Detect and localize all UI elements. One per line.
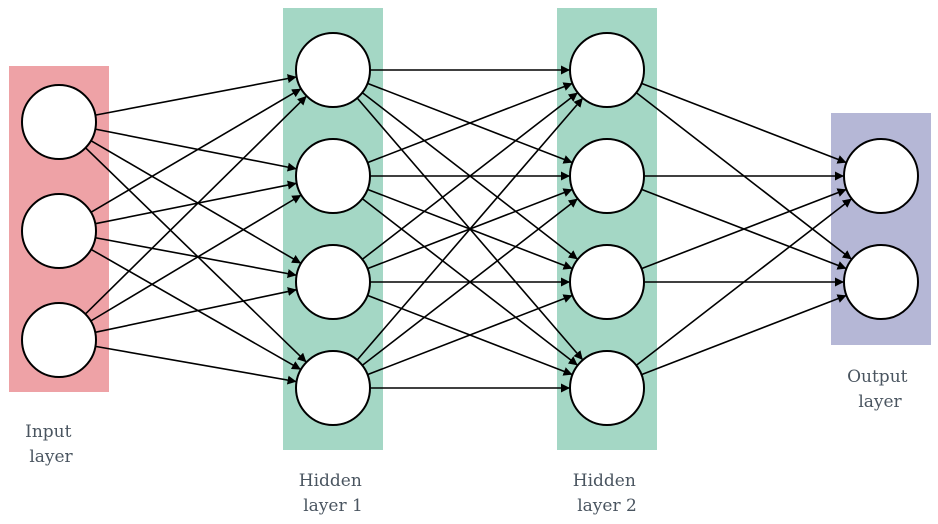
hidden-layer-2-label-line-1: Hidden	[573, 471, 636, 491]
hidden-layer-1-label-line-1: Hidden	[299, 471, 362, 491]
hidden2-neuron-2	[569, 138, 645, 214]
edge-l2-n3-to-l3-n1	[361, 92, 579, 260]
edge-l1-n3-to-l2-n1	[84, 95, 308, 315]
edge-l1-n1-to-l2-n2	[95, 128, 297, 172]
edge-l1-n2-to-l2-n4	[90, 248, 302, 371]
edge-l2-n4-to-l3-n1	[356, 97, 584, 361]
edge-l1-n2-to-l2-n2	[95, 180, 297, 225]
hidden-layer-1-label-line-2: layer 1	[303, 496, 363, 516]
edge-l1-n2-to-l2-n3	[95, 236, 297, 279]
hidden2-neuron-4	[569, 350, 645, 426]
hidden-layer-2-label-line-2: layer 2	[577, 496, 637, 516]
input-layer-label: Input layer	[25, 422, 77, 467]
edge-l2-n2-to-l3-n1	[367, 82, 573, 164]
edge-l1-n1-to-l2-n3	[90, 139, 302, 265]
output-layer-label: Output layer	[847, 367, 913, 412]
edge-l1-n3-to-l2-n3	[95, 287, 297, 334]
edge-l1-n1-to-l2-n4	[84, 147, 308, 363]
edge-l1-n1-to-l2-n1	[95, 74, 297, 116]
input-layer-label-line-2: layer	[29, 447, 73, 467]
output-layer-label-line-2: layer	[858, 392, 902, 412]
edge-l1-n3-to-l2-n4	[95, 345, 297, 385]
edge-l1-n3-to-l2-n2	[90, 194, 302, 322]
output-neuron-1	[843, 138, 919, 214]
edge-l2-n4-to-l3-n3	[367, 294, 573, 376]
edge-l3-n1-to-l4-n1	[641, 82, 847, 164]
output-layer-label-line-1: Output	[847, 367, 908, 387]
input-neuron-3	[21, 302, 97, 378]
hidden-layer-1-label: Hidden layer 1	[299, 471, 367, 516]
edge-l3-n4-to-l4-n1	[635, 198, 853, 366]
hidden1-neuron-3	[295, 244, 371, 320]
edge-l1-n2-to-l2-n1	[90, 88, 302, 213]
hidden1-neuron-1	[295, 32, 371, 108]
edge-l3-n3-to-l4-n1	[641, 188, 847, 270]
hidden1-neuron-2	[295, 138, 371, 214]
hidden2-neuron-3	[569, 244, 645, 320]
input-neuron-2	[21, 193, 97, 269]
edge-l2-n4-to-l3-n2	[361, 198, 579, 366]
input-neuron-1	[21, 84, 97, 160]
neurons	[21, 32, 919, 426]
hidden2-neuron-1	[569, 32, 645, 108]
hidden1-neuron-4	[295, 350, 371, 426]
edge-l3-n4-to-l4-n2	[641, 294, 847, 376]
input-layer-label-line-1: Input	[25, 422, 71, 442]
connections	[84, 65, 853, 393]
output-neuron-2	[843, 244, 919, 320]
hidden-layer-2-label: Hidden layer 2	[573, 471, 641, 516]
